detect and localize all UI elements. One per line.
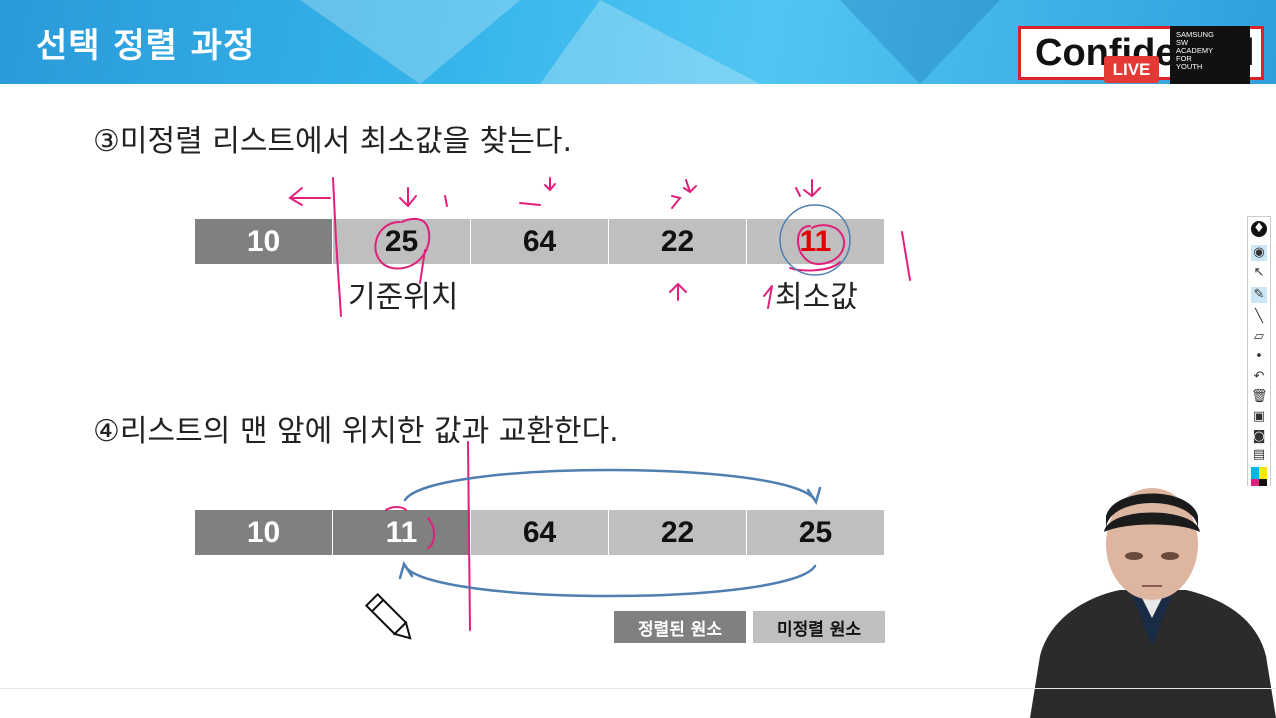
presenter-video [1030, 486, 1276, 718]
step3-list: 10 25 64 22 11 [195, 219, 885, 264]
dot-icon[interactable]: • [1255, 349, 1263, 364]
step4-text: ④리스트의 맨 앞에 위치한 값과 교환한다. [93, 414, 619, 449]
pointer-icon[interactable]: ↖ [1253, 265, 1265, 280]
step4-cell-3: 64 [471, 510, 608, 555]
line-icon[interactable]: ╲ [1255, 309, 1263, 324]
step4-cell-4: 22 [609, 510, 746, 555]
legend-sorted: 정렬된 원소 [614, 611, 746, 643]
pen-cursor-icon [364, 592, 412, 640]
trash-icon[interactable]: 🗑 [1251, 389, 1268, 404]
clipboard-icon[interactable]: ▤ [1252, 447, 1266, 462]
annotation-toolbar: ♦ ◉ ↖ ✎ ╲ ▱ • ↶ 🗑 ▣ ◙ ▤ [1247, 216, 1271, 508]
step3-cell-3: 64 [471, 219, 608, 264]
slide-bottom-divider [0, 688, 1276, 689]
eye-icon[interactable]: ◉ [1251, 245, 1267, 261]
pen-icon[interactable]: ✎ [1251, 287, 1267, 303]
step4-cell-2: 11 [333, 510, 470, 555]
screen-icon[interactable]: ▣ [1252, 409, 1266, 424]
camera-icon[interactable]: ◙ [1252, 429, 1266, 444]
step3-text: ③미정렬 리스트에서 최소값을 찾는다. [93, 124, 573, 159]
step4-cell-1: 10 [195, 510, 332, 555]
header-decoration [300, 0, 1000, 84]
step4-cell-5: 25 [747, 510, 884, 555]
eraser-icon[interactable]: ▱ [1254, 329, 1264, 344]
legend-unsorted: 미정렬 원소 [753, 611, 885, 643]
pin-icon[interactable]: ♦ [1251, 221, 1267, 237]
step3-cell-2: 25 [333, 219, 470, 264]
step4-list: 10 11 64 22 25 [195, 510, 885, 555]
step3-cell-1: 10 [195, 219, 332, 264]
live-badge: LIVE [1104, 56, 1159, 83]
step3-cell-4: 22 [609, 219, 746, 264]
label-min-value: 최소값 [775, 280, 858, 315]
undo-icon[interactable]: ↶ [1253, 369, 1265, 384]
slide-title: 선택 정렬 과정 [36, 26, 256, 66]
label-base-position: 기준위치 [348, 280, 459, 315]
